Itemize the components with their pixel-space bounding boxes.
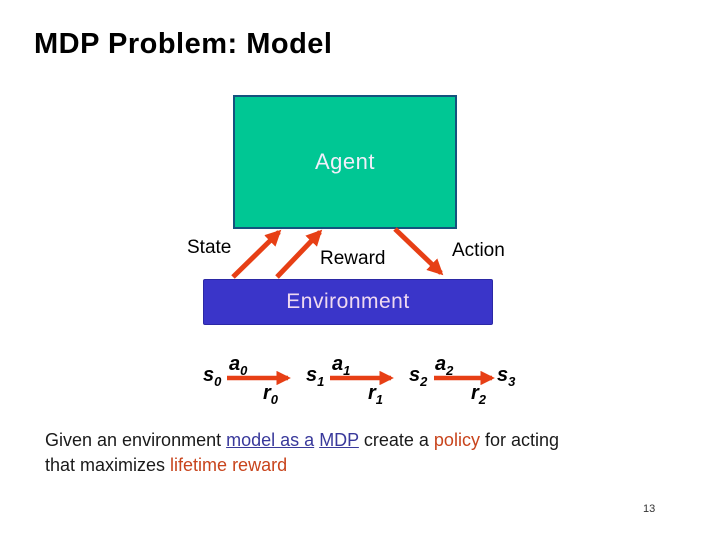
- action-a2: a2: [435, 353, 454, 378]
- reward-r1: r1: [368, 382, 384, 407]
- action-a1: a1: [332, 353, 351, 378]
- action-a0: a0: [229, 353, 248, 378]
- reward-arrow: [275, 229, 323, 279]
- state-arrow: [231, 229, 282, 279]
- caption-text: create a: [358, 430, 434, 450]
- state-s3: s3: [497, 364, 516, 389]
- page-number: 13: [643, 503, 656, 515]
- state-s0: s0: [203, 364, 222, 389]
- state-s2: s2: [409, 364, 428, 389]
- caption-line-1: Given an environment model as a MDP crea…: [45, 430, 665, 451]
- caption-highlight-policy: policy: [433, 430, 480, 450]
- environment-box: Environment: [203, 279, 493, 325]
- state-s1: s1: [306, 364, 325, 389]
- sequence-arrows: [227, 370, 495, 386]
- action-label: Action: [452, 240, 505, 261]
- link-model-as-a[interactable]: model as a: [226, 430, 315, 450]
- caption-line-2: that maximizes lifetime reward: [45, 455, 665, 476]
- agent-box: Agent: [233, 95, 457, 229]
- caption-text: for acting: [479, 430, 559, 450]
- caption-text: Given an environment: [45, 430, 227, 450]
- state-label: State: [187, 237, 232, 258]
- link-mdp[interactable]: MDP: [319, 430, 359, 450]
- caption-text: that maximizes: [45, 455, 171, 475]
- action-arrow: [393, 227, 444, 276]
- reward-r2: r2: [471, 382, 487, 407]
- caption-highlight-lifetime-reward: lifetime reward: [170, 455, 288, 475]
- slide-title: MDP Problem: Model: [34, 28, 333, 60]
- environment-label: Environment: [286, 290, 410, 313]
- reward-label: Reward: [320, 248, 386, 269]
- agent-environment-arrows: [231, 227, 444, 279]
- agent-label: Agent: [315, 149, 375, 174]
- caption: Given an environment model as a MDP crea…: [45, 430, 665, 480]
- reward-r0: r0: [263, 382, 279, 407]
